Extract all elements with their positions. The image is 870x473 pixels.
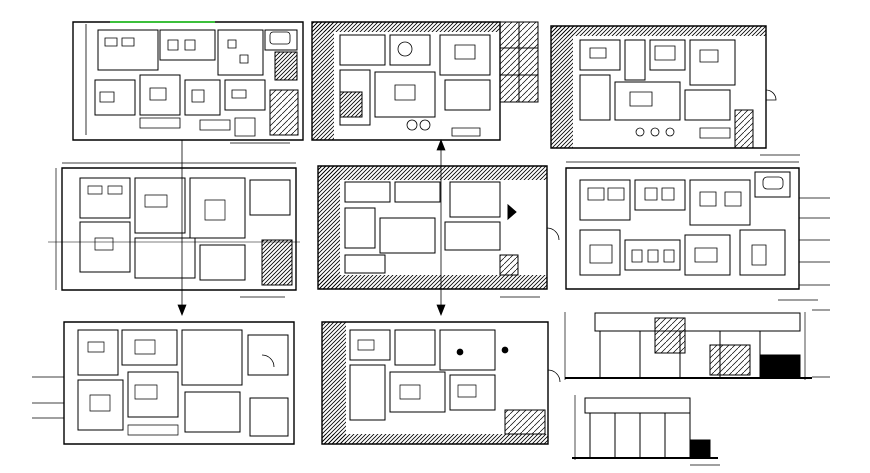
- plan-mid-left: [48, 140, 300, 315]
- elevation-upper: [565, 310, 830, 380]
- plan-top-left: [73, 22, 303, 143]
- axis-lines: [178, 140, 445, 315]
- plan-bottom-middle: [322, 322, 560, 444]
- plan-mid-right: [566, 162, 830, 300]
- plan-bottom-left: [32, 322, 294, 444]
- plan-mid-middle: [318, 140, 559, 315]
- elevation-lower: [572, 395, 720, 465]
- plan-top-middle: [312, 22, 538, 140]
- plan-top-right: [551, 26, 800, 155]
